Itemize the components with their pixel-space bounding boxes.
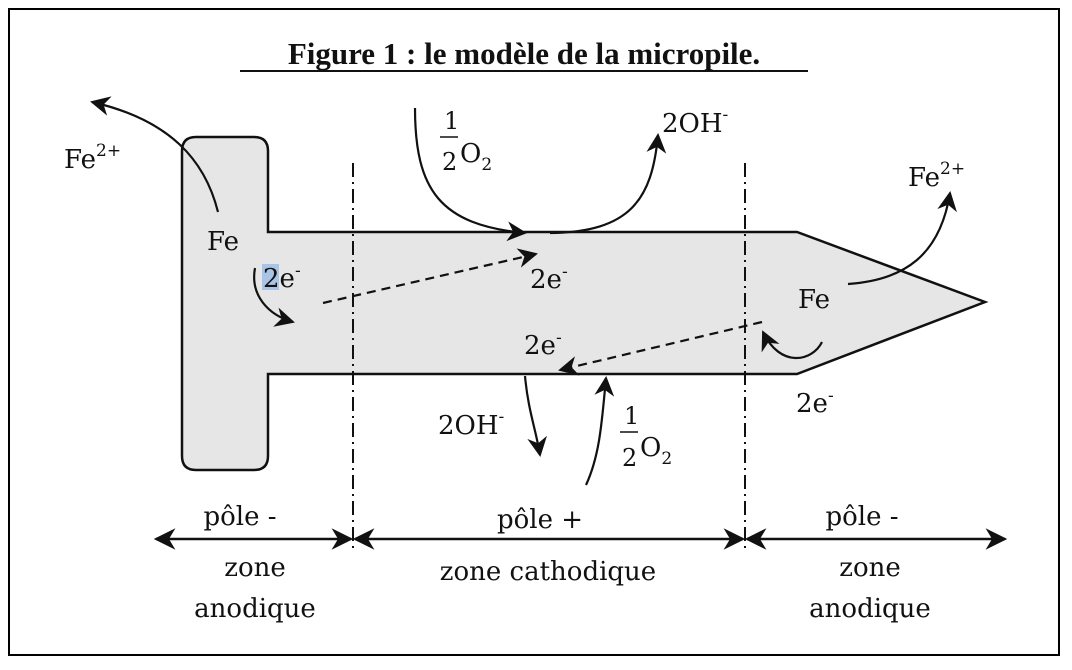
o2-bottom-label: 1 2 O2 <box>620 402 672 472</box>
oh-top-label: 2OH- <box>662 105 728 139</box>
svg-text:2: 2 <box>622 444 637 472</box>
left-zone-label-line1: zone <box>224 553 285 583</box>
electron-right-arrow <box>761 330 823 360</box>
electron-mid-top-label: 2e- <box>530 262 568 295</box>
electron-mid-bottom-label: 2e- <box>524 328 562 361</box>
right-zone-label-line2: anodique <box>809 594 931 624</box>
oh-bottom-label: 2OH- <box>438 407 504 441</box>
right-zone-label-line1: zone <box>839 553 900 583</box>
electron-right-label: 2e- <box>796 386 834 419</box>
svg-text:O2: O2 <box>640 433 672 469</box>
electron-left-arrow <box>253 267 295 327</box>
fe2-left-label: Fe2+ <box>64 141 121 175</box>
svg-text:2: 2 <box>442 148 457 176</box>
fe2-right-label: Fe2+ <box>908 159 965 193</box>
fe-left-oxidation-arrow <box>90 96 220 213</box>
svg-text:O2: O2 <box>460 139 492 175</box>
svg-text:1: 1 <box>444 107 459 135</box>
text-selection-highlight <box>262 264 279 290</box>
left-pole-label: pôle - <box>203 502 276 532</box>
electron-flow-bottom-arrow <box>558 320 763 376</box>
iron-nail <box>180 135 989 472</box>
fe-right-label: Fe <box>798 285 830 315</box>
left-zone-label-line2: anodique <box>194 594 316 624</box>
o2-top-label: 1 2 O2 <box>440 107 492 176</box>
right-pole-label: pôle - <box>825 502 898 532</box>
oh-bottom-arrow <box>523 375 547 457</box>
oh-top-arrow <box>549 133 667 235</box>
figure-title: Figure 1 : le modèle de la micropile. <box>288 36 760 71</box>
middle-pole-label: pôle + <box>497 505 583 535</box>
electron-flow-top-arrow <box>322 248 538 305</box>
o2-bottom-reduction-arrow <box>585 376 615 486</box>
middle-zone-label: zone cathodique <box>440 557 656 587</box>
electron-left-label: 2e- <box>263 261 301 294</box>
svg-text:1: 1 <box>624 402 639 430</box>
fe-left-label: Fe <box>207 227 239 257</box>
fe-right-oxidation-arrow <box>847 191 957 286</box>
o2-top-reduction-arrow <box>413 107 527 242</box>
